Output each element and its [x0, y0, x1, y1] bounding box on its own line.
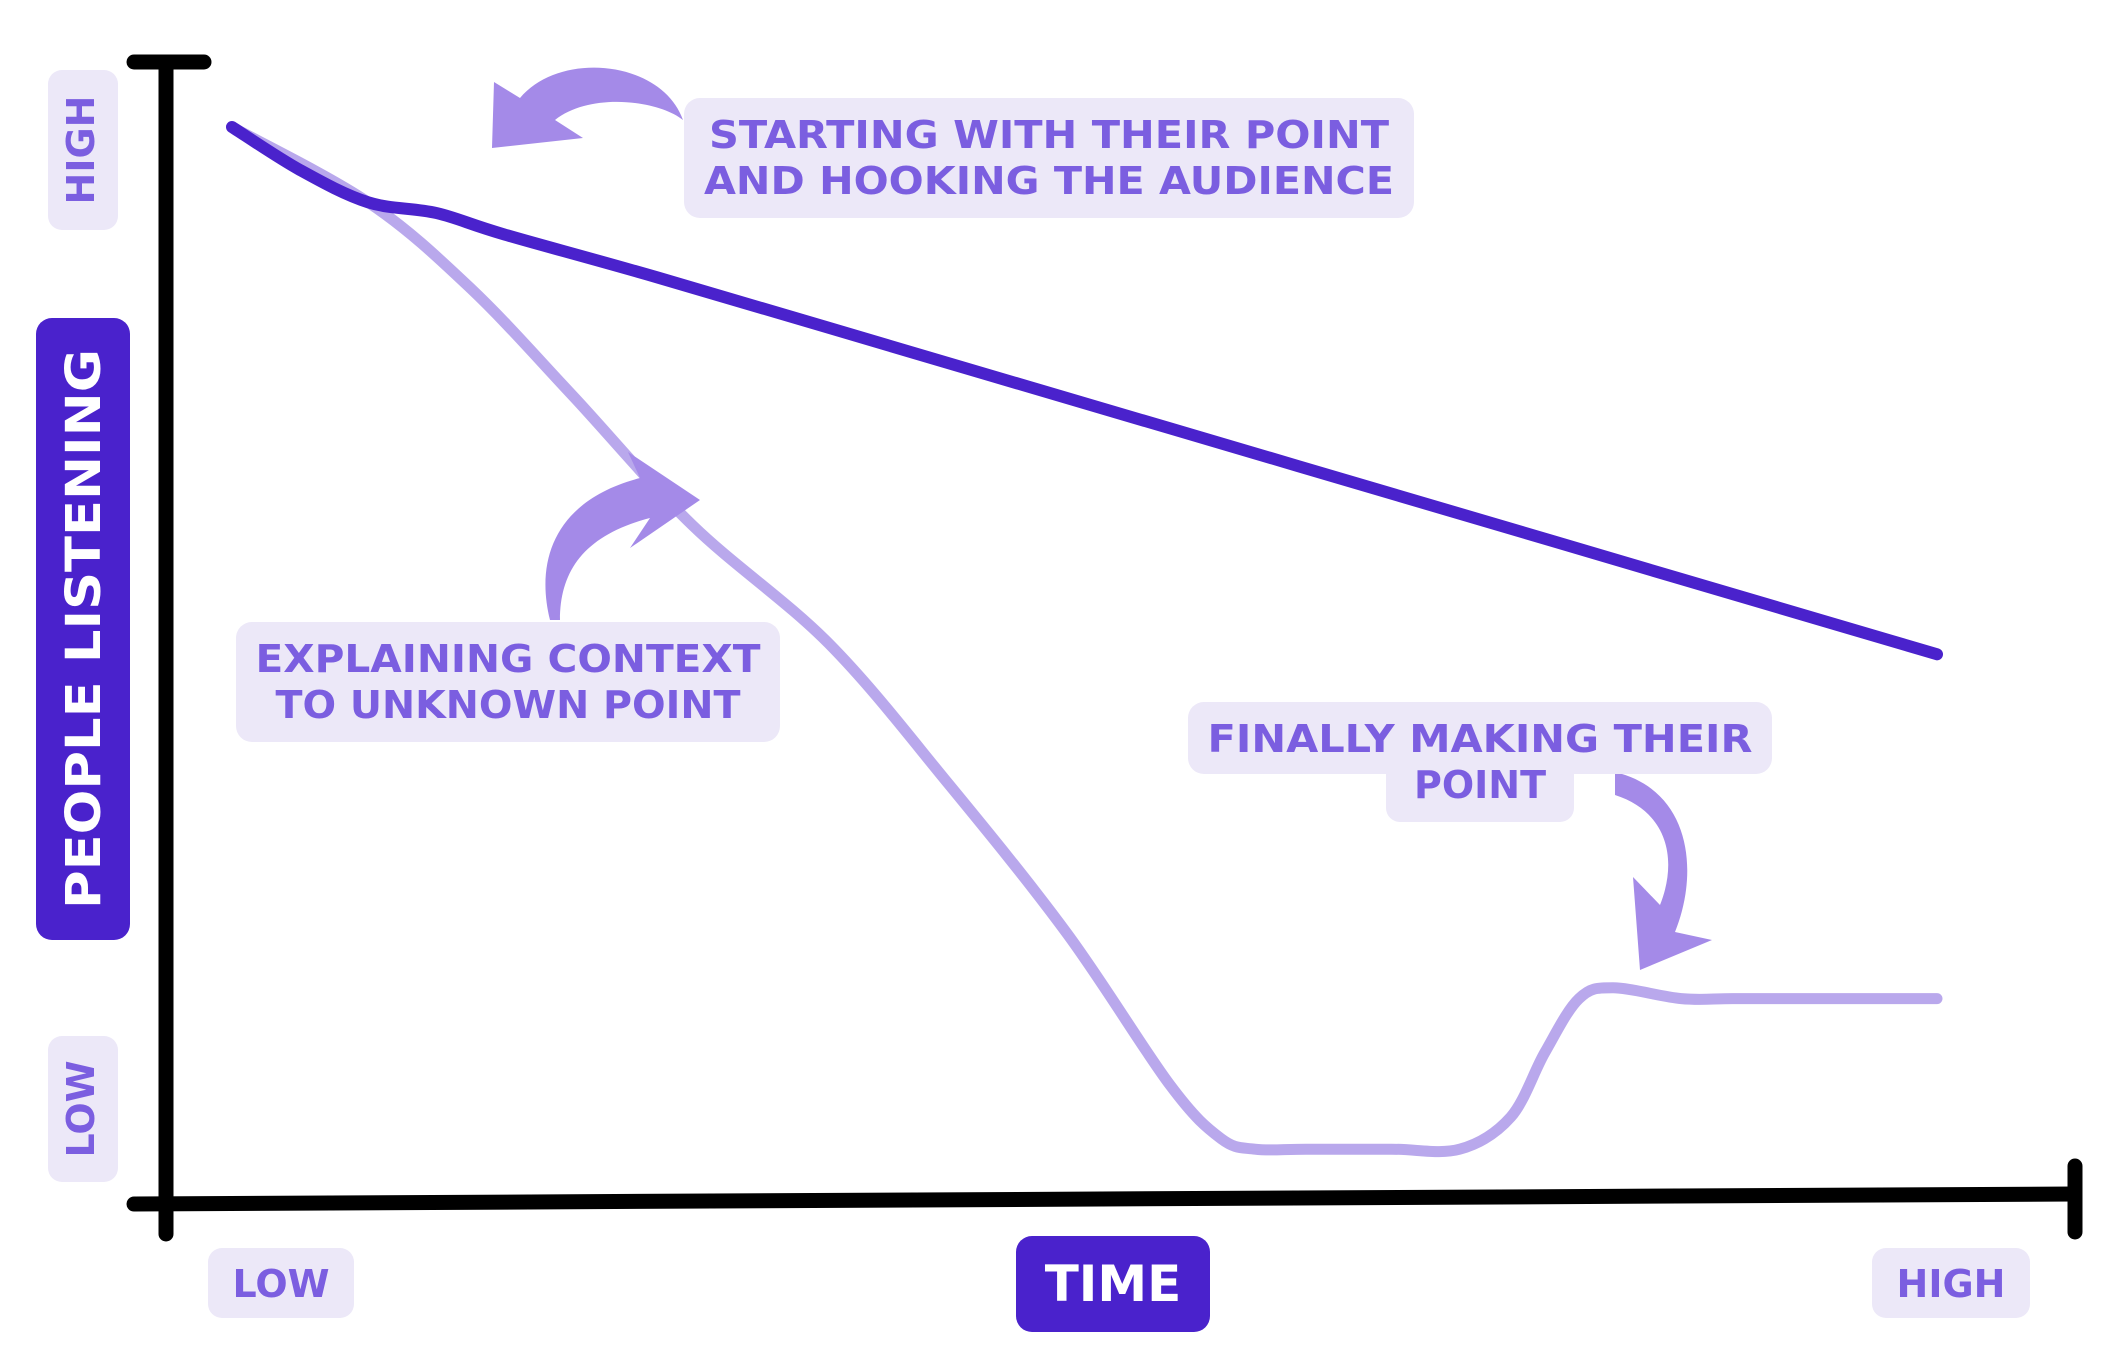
x-tick-high-label: HIGH: [1897, 1262, 2006, 1306]
x-tick-low-label: LOW: [232, 1262, 329, 1306]
y-tick-low-bg: [48, 1036, 118, 1182]
annotation-point-line-2: POINT: [1414, 763, 1546, 807]
y-axis-title: PEOPLE LISTENING: [36, 318, 130, 940]
y-axis-title-bg: [36, 318, 130, 940]
annotation-hook-line-2: AND HOOKING THE AUDIENCE: [704, 159, 1394, 203]
annotation-context-bg: [236, 622, 780, 742]
x-tick-low-bg: [208, 1248, 354, 1318]
annotation-hook: STARTING WITH THEIR POINT AND HOOKING TH…: [684, 98, 1414, 218]
annotation-point: FINALLY MAKING THEIR POINT: [1188, 702, 1772, 822]
y-tick-high-label: HIGH: [59, 96, 103, 205]
x-axis-title-bg: [1016, 1236, 1210, 1332]
annotation-context-line-2: TO UNKNOWN POINT: [276, 683, 741, 727]
series-line-primary: [226, 121, 1943, 661]
annotation-point-line-1: FINALLY MAKING THEIR: [1208, 717, 1753, 761]
y-axis-title-label: PEOPLE LISTENING: [56, 349, 112, 909]
x-axis-line: [126, 1186, 2083, 1212]
curved-arrow-up-right-icon: [545, 452, 700, 620]
annotation-point-bg: [1188, 702, 1772, 774]
annotation-context: EXPLAINING CONTEXT TO UNKNOWN POINT: [236, 622, 780, 742]
annotation-context-line-1: EXPLAINING CONTEXT: [256, 637, 761, 681]
x-tick-low: LOW: [208, 1248, 354, 1318]
axes: [126, 54, 2083, 1242]
annotation-hook-line-1: STARTING WITH THEIR POINT: [709, 113, 1389, 157]
annotation-hook-bg: [684, 98, 1414, 218]
annotation-point-bg-2: [1386, 756, 1574, 822]
series-line-light: [226, 121, 1943, 1158]
x-axis-title-label: TIME: [1045, 1255, 1182, 1313]
x-axis-title: TIME: [1016, 1236, 1210, 1332]
y-tick-low: LOW: [48, 1036, 118, 1182]
y-tick-high: HIGH: [48, 70, 118, 230]
y-tick-low-label: LOW: [59, 1060, 103, 1157]
y-tick-high-bg: [48, 70, 118, 230]
x-tick-high-bg: [1872, 1248, 2030, 1318]
annotation-arrows: [492, 67, 1712, 970]
curved-arrow-left-icon: [492, 67, 683, 148]
curved-arrow-down-icon: [1615, 772, 1712, 970]
x-tick-high: HIGH: [1872, 1248, 2030, 1318]
